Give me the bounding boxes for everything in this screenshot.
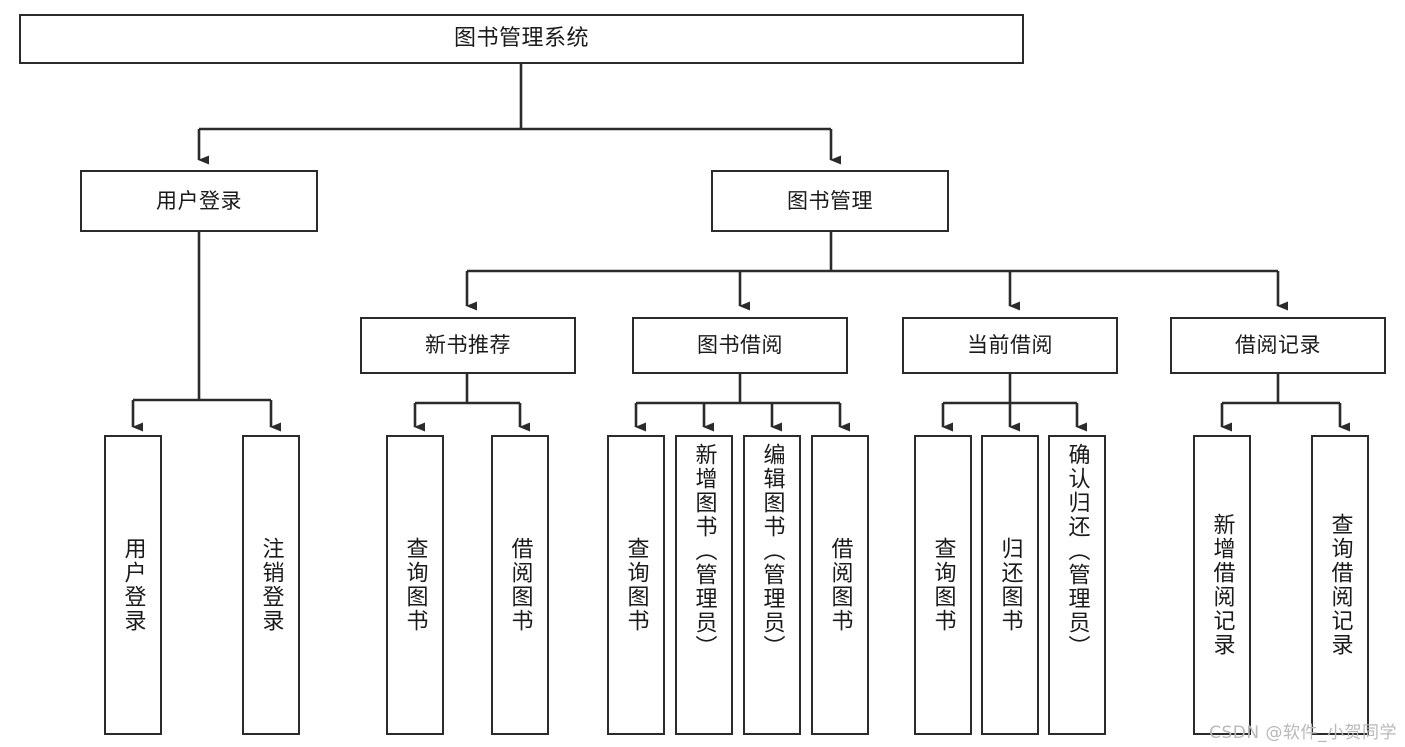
node-new-book-recommend[interactable]: 新书推荐 (360, 317, 576, 374)
node-leaf-user-login-label: 用户登录 (120, 537, 146, 633)
node-leaf-add-record[interactable]: 新增借阅记录 (1193, 435, 1251, 735)
node-leaf-query-record-label: 查询借阅记录 (1327, 513, 1353, 657)
node-leaf-borrow-book-1[interactable]: 借阅图书 (491, 435, 549, 735)
node-book-manage[interactable]: 图书管理 (711, 170, 949, 232)
node-leaf-borrow-book-2-label: 借阅图书 (827, 537, 853, 633)
node-borrow-record[interactable]: 借阅记录 (1170, 317, 1386, 374)
node-root-label: 图书管理系统 (453, 26, 589, 52)
node-leaf-logout[interactable]: 注销登录 (242, 435, 300, 735)
node-leaf-query-book-2-label: 查询图书 (623, 537, 649, 633)
node-leaf-add-book-label: 新增图书（管理员） (691, 443, 717, 659)
node-leaf-confirm-return-label: 确认归还（管理员） (1064, 443, 1090, 659)
node-user-login-label: 用户登录 (156, 188, 242, 213)
node-new-book-recommend-label: 新书推荐 (425, 333, 511, 358)
node-leaf-query-book-3-label: 查询图书 (930, 537, 956, 633)
node-leaf-query-record[interactable]: 查询借阅记录 (1311, 435, 1369, 735)
node-leaf-edit-book[interactable]: 编辑图书（管理员） (743, 435, 801, 735)
node-user-login[interactable]: 用户登录 (80, 170, 318, 232)
watermark: CSDN @软件_小贺同学 (1209, 723, 1397, 743)
node-leaf-edit-book-label: 编辑图书（管理员） (759, 443, 785, 659)
node-current-borrow-label: 当前借阅 (967, 333, 1053, 358)
node-book-manage-label: 图书管理 (787, 188, 873, 213)
node-root[interactable]: 图书管理系统 (19, 14, 1024, 64)
node-leaf-add-book[interactable]: 新增图书（管理员） (675, 435, 733, 735)
node-borrow-record-label: 借阅记录 (1235, 333, 1321, 358)
node-leaf-query-book-1-label: 查询图书 (402, 537, 428, 633)
node-leaf-add-record-label: 新增借阅记录 (1209, 513, 1235, 657)
node-leaf-query-book-2[interactable]: 查询图书 (607, 435, 665, 735)
node-leaf-query-book-3[interactable]: 查询图书 (914, 435, 972, 735)
node-book-borrow-label: 图书借阅 (697, 333, 783, 358)
node-leaf-borrow-book-2[interactable]: 借阅图书 (811, 435, 869, 735)
node-current-borrow[interactable]: 当前借阅 (902, 317, 1118, 374)
node-leaf-borrow-book-1-label: 借阅图书 (507, 537, 533, 633)
node-leaf-return-book-label: 归还图书 (997, 537, 1023, 633)
node-leaf-logout-label: 注销登录 (258, 537, 284, 633)
node-leaf-return-book[interactable]: 归还图书 (981, 435, 1039, 735)
node-leaf-confirm-return[interactable]: 确认归还（管理员） (1048, 435, 1106, 735)
node-leaf-user-login[interactable]: 用户登录 (104, 435, 162, 735)
node-book-borrow[interactable]: 图书借阅 (632, 317, 848, 374)
node-leaf-query-book-1[interactable]: 查询图书 (386, 435, 444, 735)
